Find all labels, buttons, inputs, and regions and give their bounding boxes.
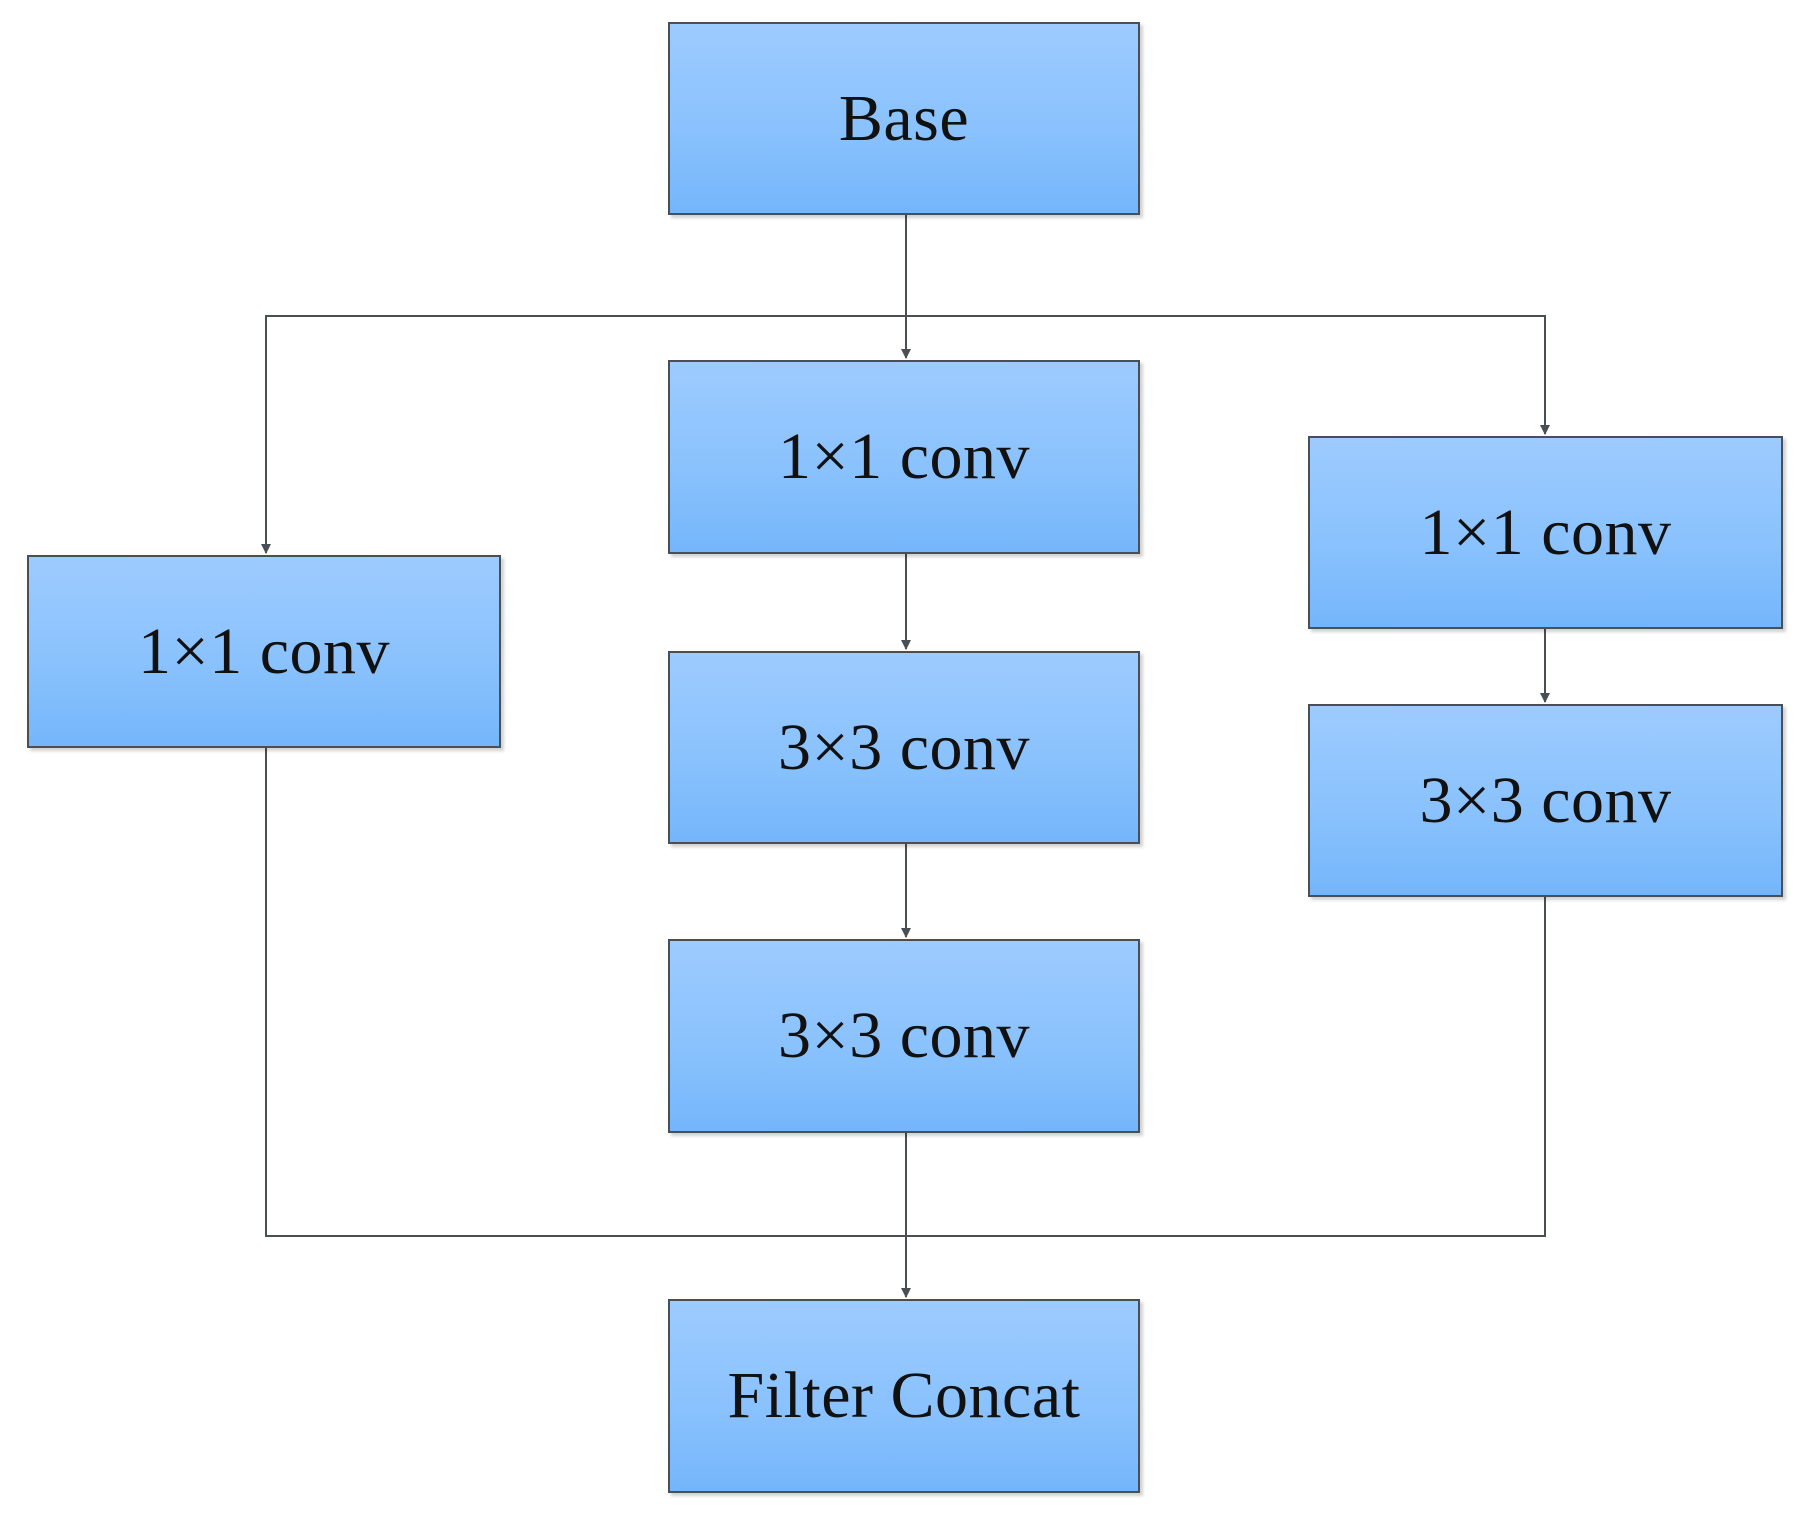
right-3x3-conv-label: 3×3 conv bbox=[1419, 763, 1672, 837]
left-1x1-conv-label: 1×1 conv bbox=[137, 614, 390, 688]
right-1x1-conv-label: 1×1 conv bbox=[1419, 495, 1672, 569]
filter-concat-label: Filter Concat bbox=[727, 1359, 1081, 1432]
middle-1x1-conv-label: 1×1 conv bbox=[777, 420, 1030, 493]
base-node-label: Base bbox=[838, 81, 970, 155]
connector-right-to-merge bbox=[906, 897, 1546, 1237]
filter-concat-node: Filter Concat bbox=[668, 1299, 1140, 1493]
middle-1x1-conv-node: 1×1 conv bbox=[668, 360, 1140, 554]
middle-first-3x3-conv-label: 3×3 conv bbox=[777, 710, 1030, 784]
right-3x3-conv-node: 3×3 conv bbox=[1308, 704, 1783, 897]
left-1x1-conv-node: 1×1 conv bbox=[27, 555, 501, 748]
connector-left-to-merge bbox=[265, 748, 906, 1237]
connector-base-to-right bbox=[906, 315, 1550, 435]
middle-second-3x3-conv-node: 3×3 conv bbox=[668, 939, 1140, 1133]
right-1x1-conv-node: 1×1 conv bbox=[1308, 436, 1783, 629]
base-node: Base bbox=[668, 22, 1140, 215]
middle-first-3x3-conv-node: 3×3 conv bbox=[668, 651, 1140, 844]
middle-second-3x3-conv-label: 3×3 conv bbox=[777, 999, 1030, 1072]
connector-base-to-left bbox=[261, 315, 906, 554]
